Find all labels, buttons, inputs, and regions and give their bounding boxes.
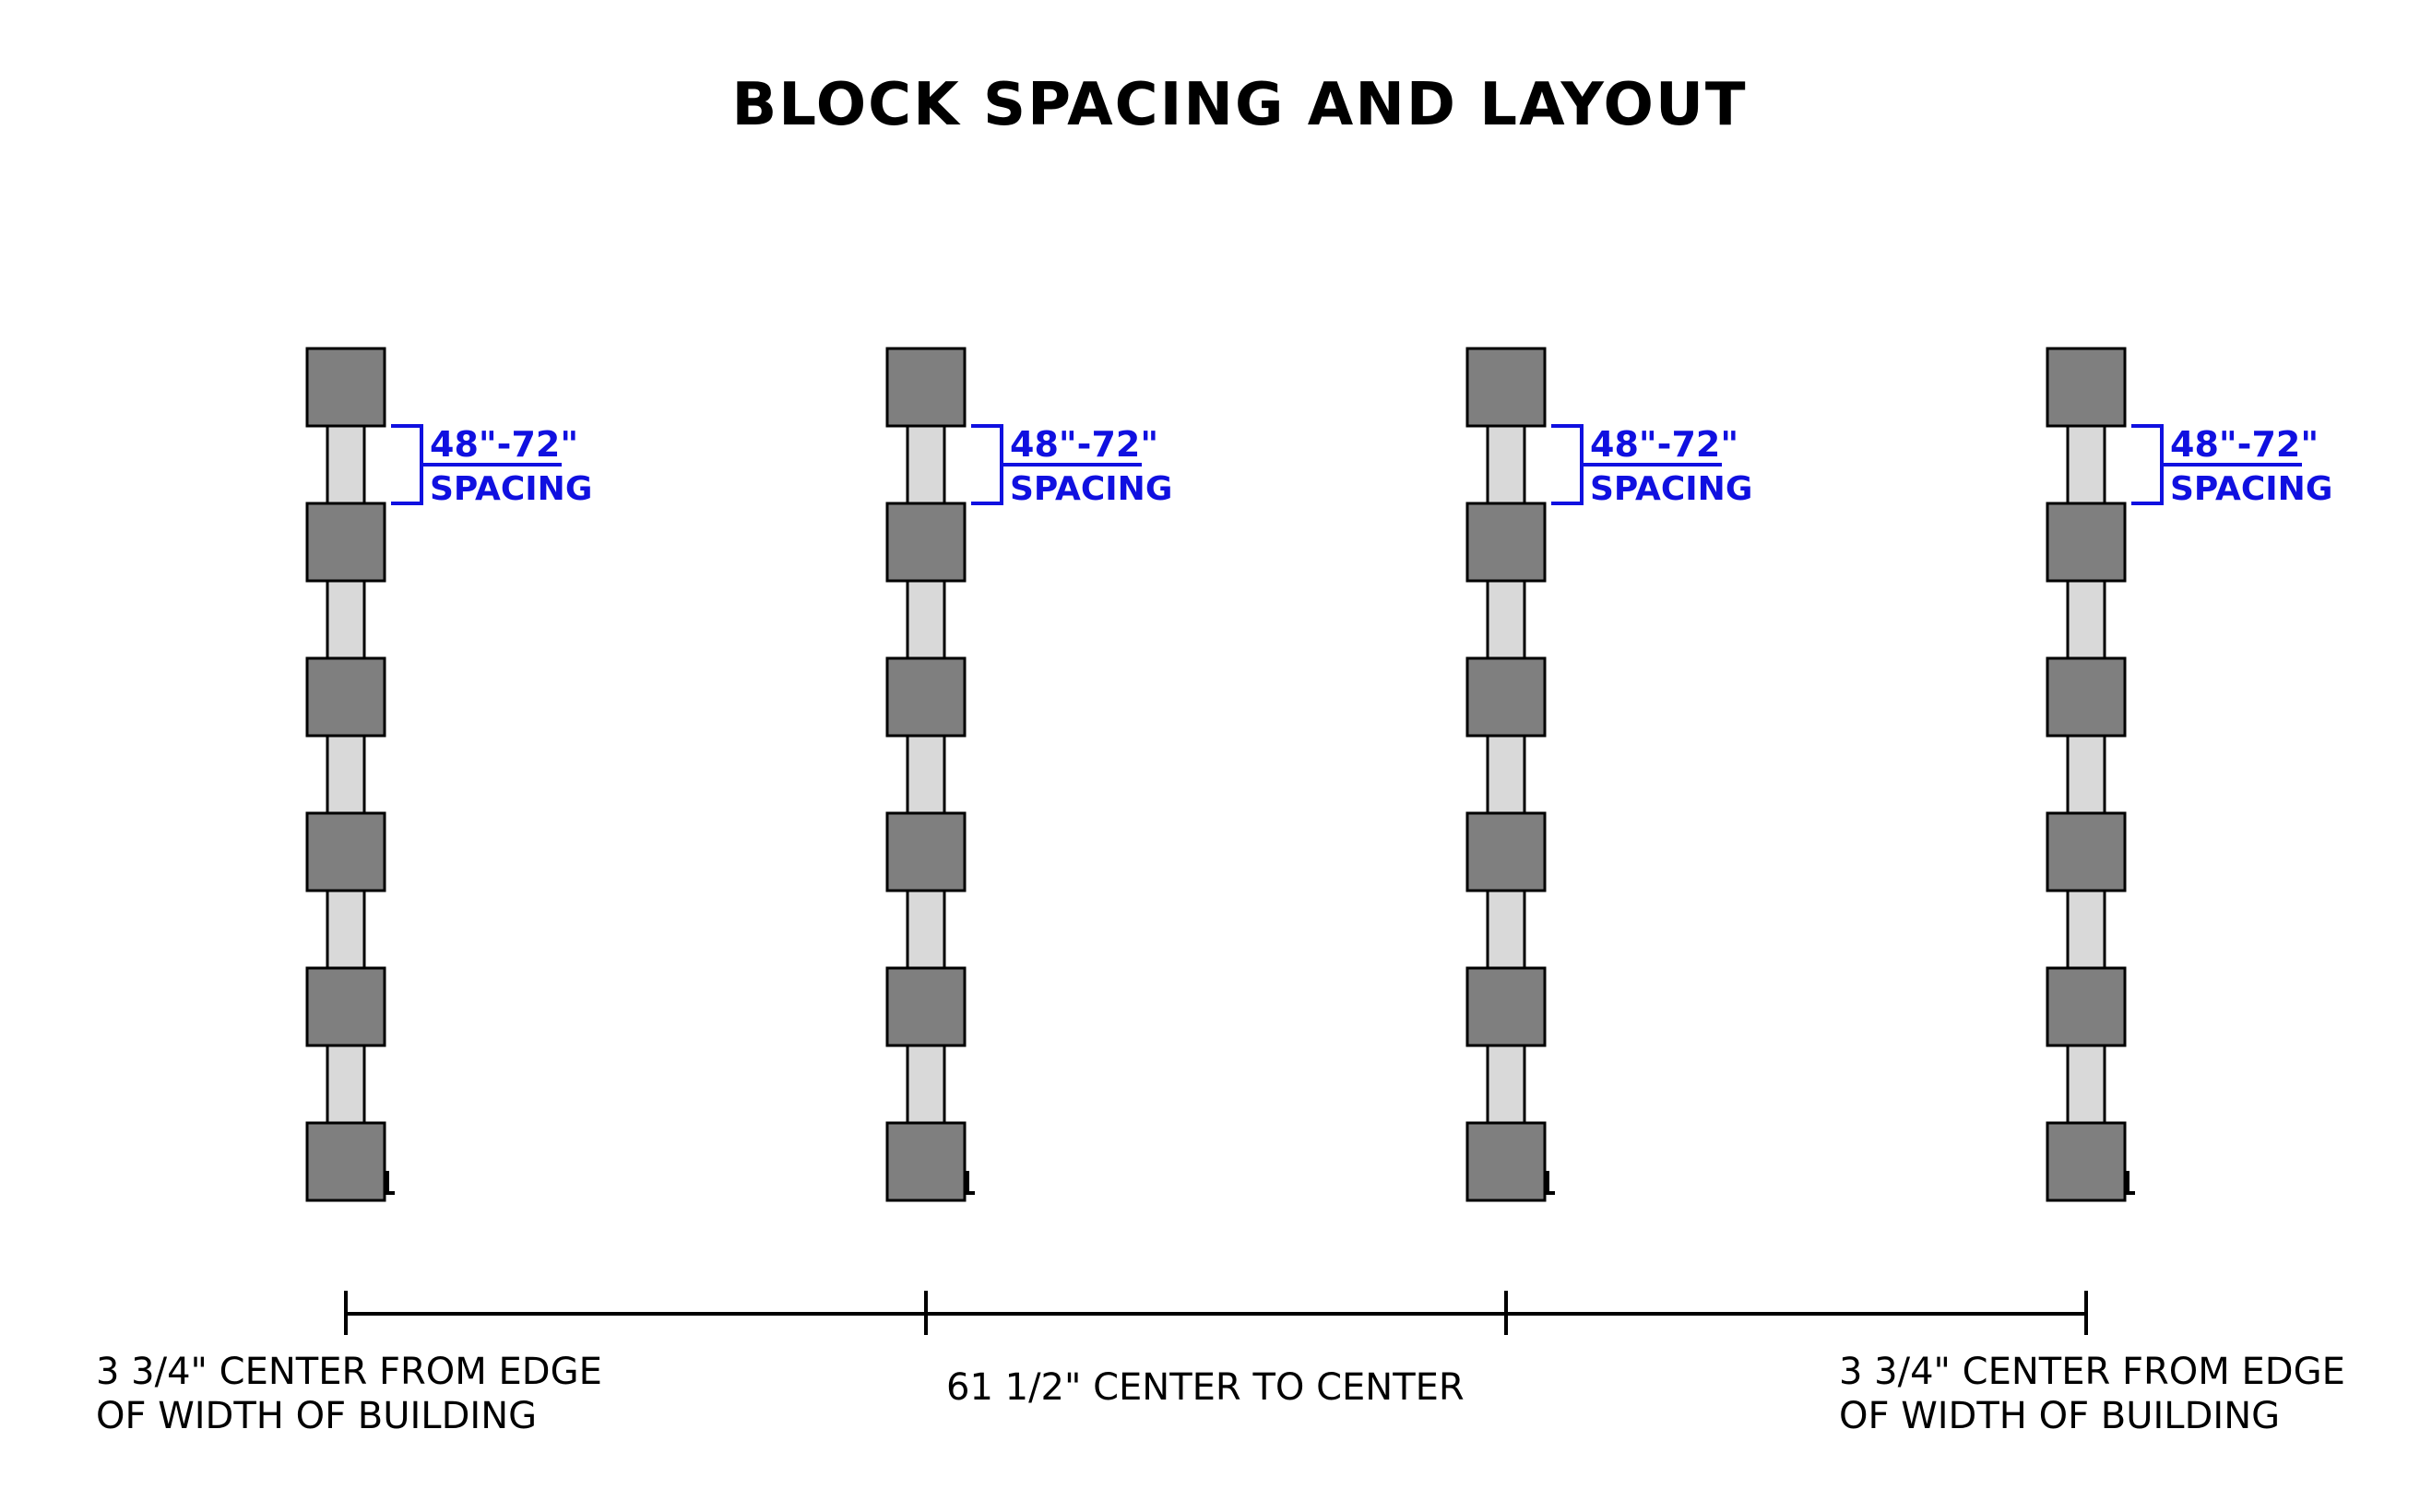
block-rows: 48"-72" SPACING 48"-72" SPACING 48"-72" SPACI…	[305, 347, 2332, 1202]
block-connector	[906, 889, 946, 970]
support-block	[1465, 347, 1547, 428]
block-connector	[326, 734, 366, 815]
block-connector	[2066, 424, 2106, 505]
spacing-bracket	[971, 424, 1003, 505]
support-block	[885, 1121, 967, 1202]
support-block	[2046, 966, 2127, 1047]
spacing-range-label: 48"-72"	[430, 424, 578, 465]
support-block	[885, 811, 967, 892]
block-row-4: 48"-72" SPACING	[2046, 347, 2332, 1202]
spacing-bracket	[391, 424, 423, 505]
support-block	[305, 1121, 386, 1202]
block-row-3: 48"-72" SPACING	[1465, 347, 1752, 1202]
spacing-bracket	[2131, 424, 2164, 505]
left-note-line-1: 3 3/4" CENTER FROM EDGE	[96, 1351, 602, 1393]
spacing-word-label: SPACING	[1010, 470, 1172, 508]
block-connector	[2066, 889, 2106, 970]
support-block	[2046, 502, 2127, 583]
block-connector	[906, 424, 946, 505]
support-block	[1465, 966, 1547, 1047]
spacing-range-label: 48"-72"	[1010, 424, 1158, 465]
corner-mark	[2126, 1171, 2135, 1195]
block-connector	[1486, 734, 1526, 815]
diagram-title: BLOCK SPACING AND LAYOUT	[731, 71, 1747, 139]
spacing-range-label: 48"-72"	[1590, 424, 1738, 465]
support-block	[2046, 811, 2127, 892]
center-note: 61 1/2" CENTER TO CENTER	[946, 1366, 1465, 1409]
support-block	[1465, 811, 1547, 892]
corner-mark	[966, 1171, 975, 1195]
block-row-2: 48"-72" SPACING	[885, 347, 1172, 1202]
right-note-line-2: OF WIDTH OF BUILDING	[1839, 1395, 2280, 1437]
spacing-word-label: SPACING	[2170, 470, 2332, 508]
support-block	[885, 966, 967, 1047]
block-connector	[2066, 1044, 2106, 1125]
support-block	[885, 656, 967, 738]
support-block	[885, 347, 967, 428]
support-block	[305, 502, 386, 583]
support-block	[1465, 1121, 1547, 1202]
block-connector	[1486, 1044, 1526, 1125]
support-block	[1465, 502, 1547, 583]
support-block	[305, 966, 386, 1047]
block-connector	[326, 889, 366, 970]
block-connector	[326, 1044, 366, 1125]
block-connector	[906, 579, 946, 660]
spacing-bracket	[1551, 424, 1584, 505]
block-connector	[1486, 424, 1526, 505]
block-connector	[1486, 579, 1526, 660]
block-connector	[2066, 734, 2106, 815]
spacing-range-label: 48"-72"	[2170, 424, 2319, 465]
left-note-line-2: OF WIDTH OF BUILDING	[96, 1395, 537, 1437]
spacing-word-label: SPACING	[1590, 470, 1752, 508]
support-block	[305, 347, 386, 428]
right-note-line-1: 3 3/4" CENTER FROM EDGE	[1839, 1351, 2345, 1393]
support-block	[885, 502, 967, 583]
block-connector	[326, 579, 366, 660]
block-connector	[326, 424, 366, 505]
support-block	[305, 656, 386, 738]
corner-mark	[1546, 1171, 1555, 1195]
block-connector	[2066, 579, 2106, 660]
support-block	[2046, 347, 2127, 428]
block-row-1: 48"-72" SPACING	[305, 347, 592, 1202]
block-connector	[906, 734, 946, 815]
block-connector	[906, 1044, 946, 1125]
block-connector	[1486, 889, 1526, 970]
support-block	[2046, 656, 2127, 738]
support-block	[2046, 1121, 2127, 1202]
support-block	[1465, 656, 1547, 738]
corner-mark	[386, 1171, 395, 1195]
dimension-line	[344, 1291, 2088, 1335]
support-block	[305, 811, 386, 892]
spacing-word-label: SPACING	[430, 470, 592, 508]
